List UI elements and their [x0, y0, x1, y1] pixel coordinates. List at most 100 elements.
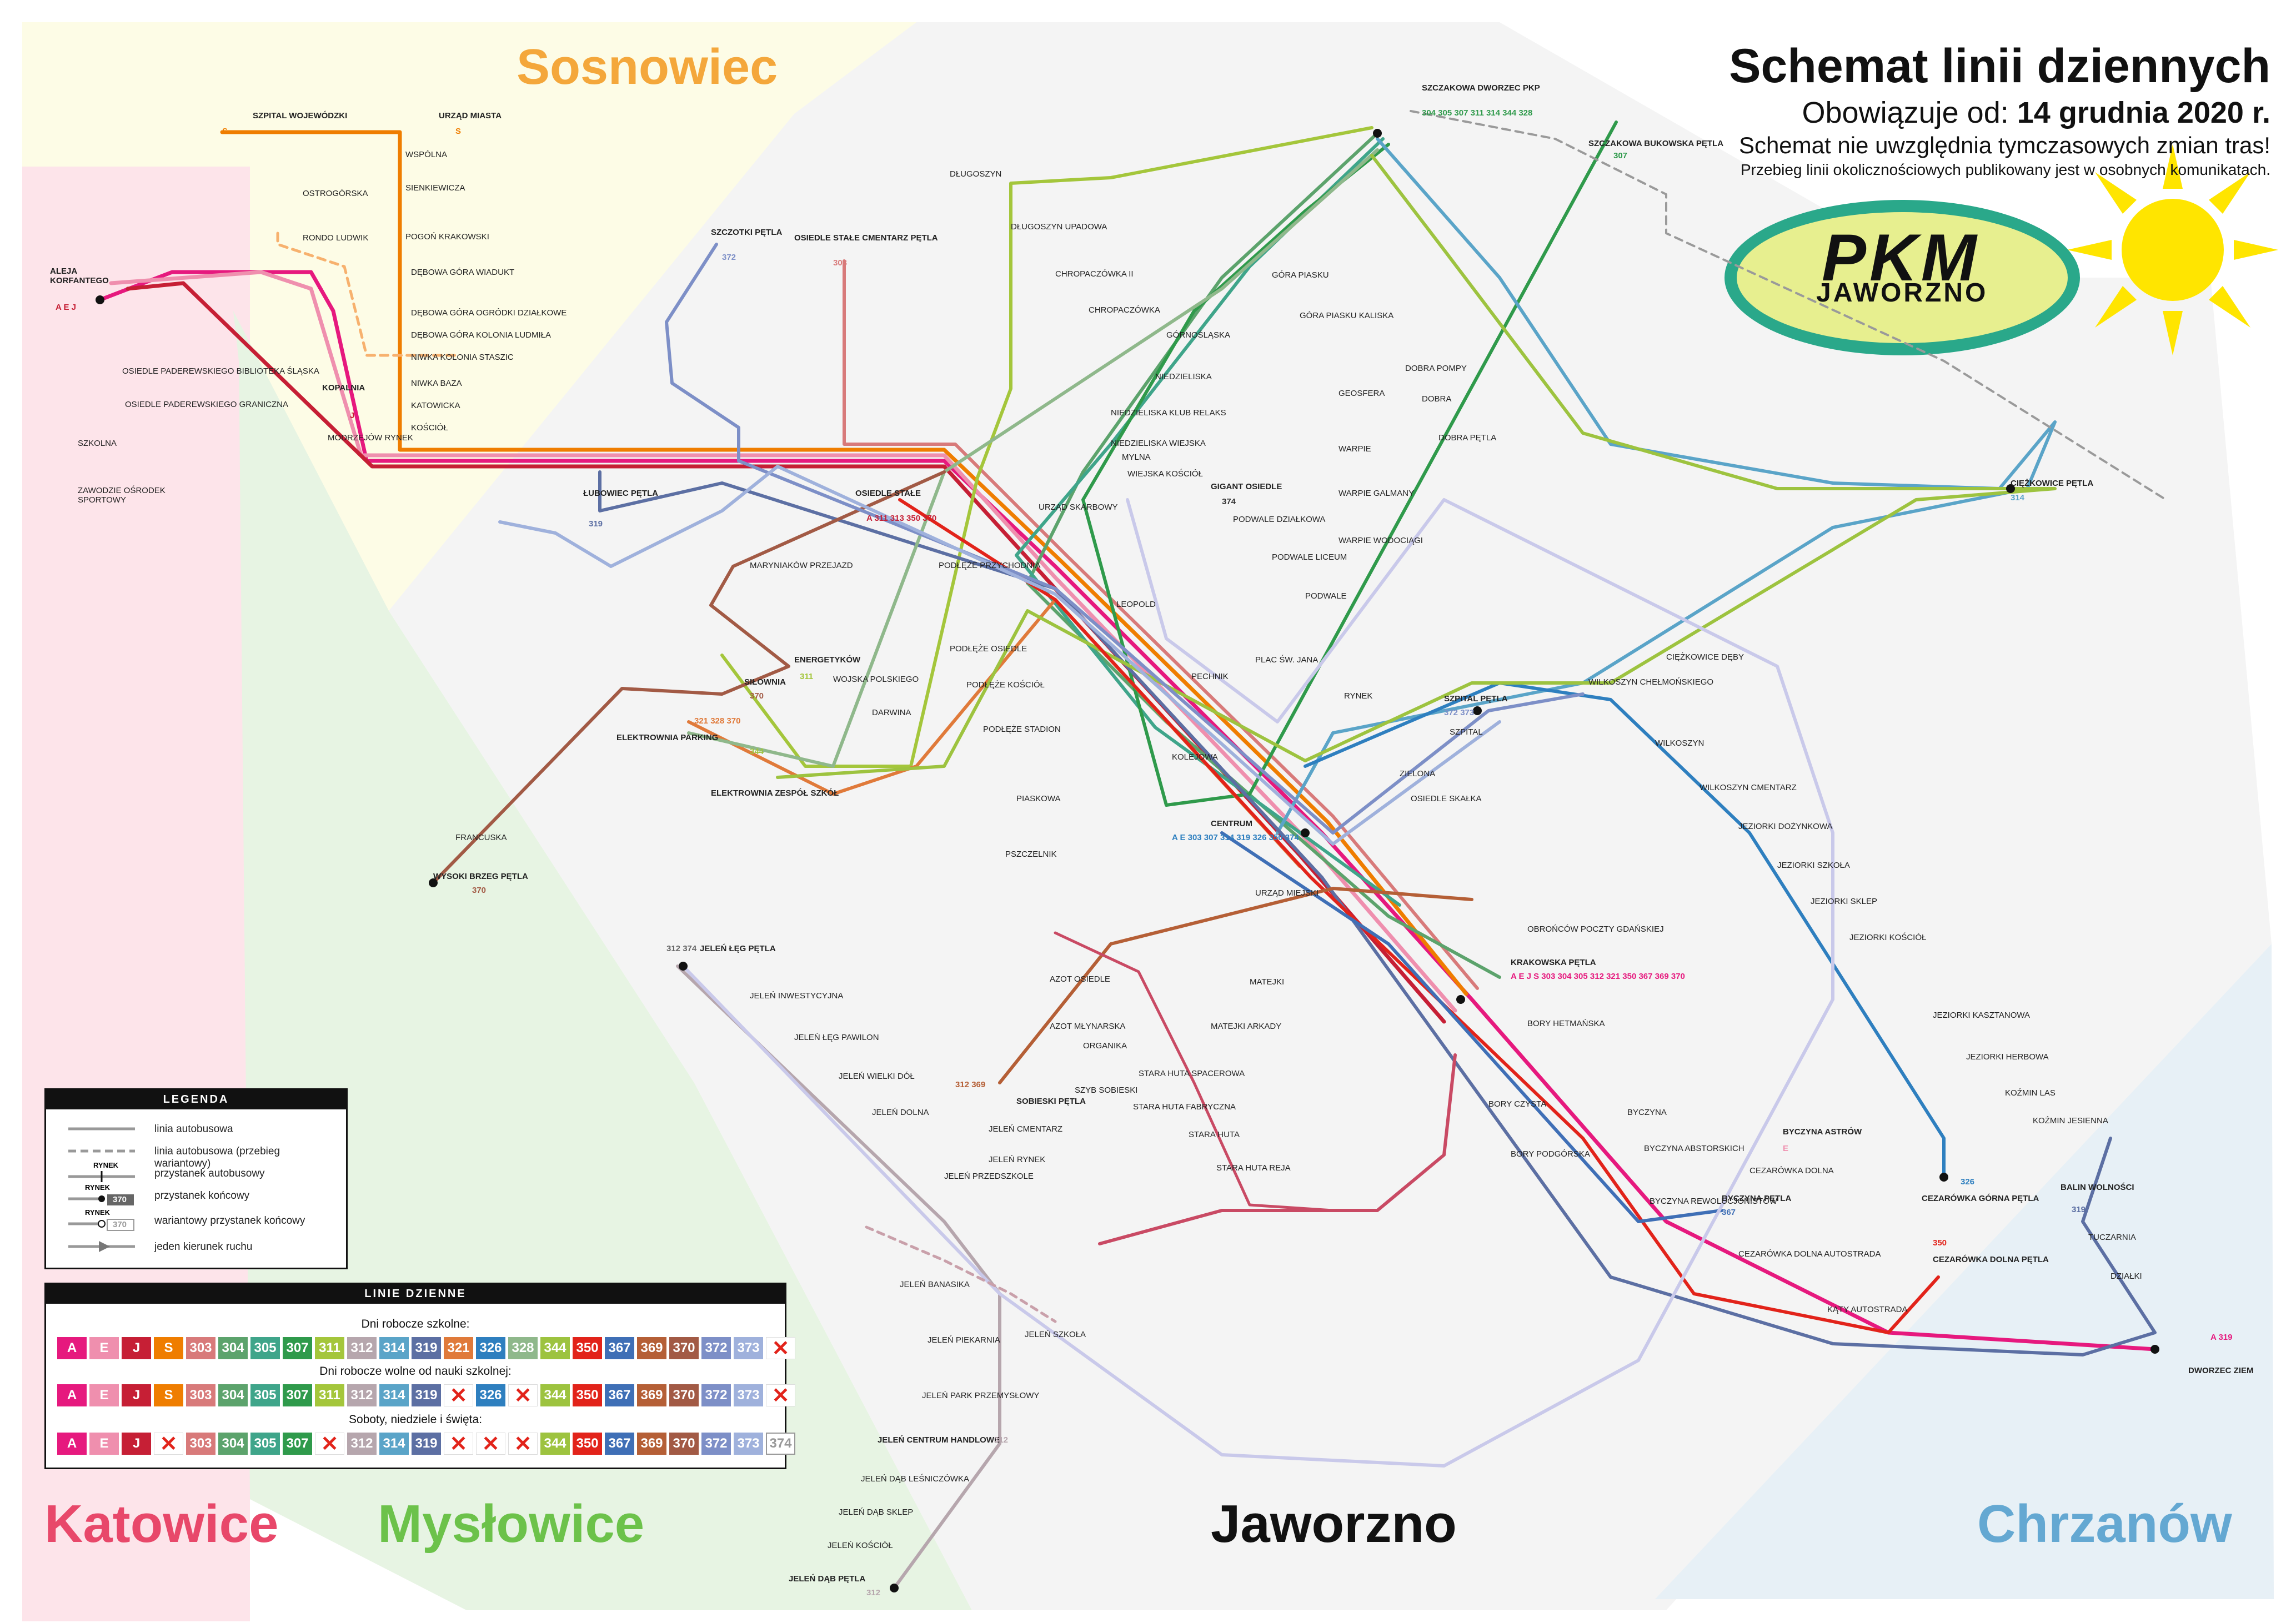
stop-label[interactable]: JELEŃ ŁĘG PAWILON — [794, 1033, 879, 1042]
stop-label[interactable]: DĘBOWA GÓRA OGRÓDKI DZIAŁKOWE — [411, 308, 567, 318]
line-badge[interactable]: 373 — [734, 1384, 763, 1406]
stop-label[interactable]: BORY CZYSTA — [1488, 1099, 1547, 1109]
line-badge[interactable]: 307 — [283, 1384, 312, 1406]
stop-label[interactable]: CHROPACZÓWKA II — [1055, 269, 1134, 279]
stop-label[interactable]: RONDO LUDWIK — [303, 233, 369, 243]
stop-label[interactable]: JELEŃ DOLNA — [872, 1108, 929, 1117]
label-energetykow[interactable]: ENERGETYKÓW — [794, 655, 861, 665]
label-szpital-petla[interactable]: SZPITAL PĘTLA — [1444, 694, 1508, 704]
stop-label[interactable]: ZIELONA — [1400, 769, 1436, 778]
stop-label[interactable]: WARPIE — [1339, 444, 1371, 454]
terminal-szczakowa-dworzec[interactable] — [1373, 129, 1382, 138]
line-badge[interactable]: E — [89, 1337, 119, 1359]
label-szczakowa-dworzec[interactable]: SZCZAKOWA DWORZEC PKP — [1422, 83, 1540, 93]
stop-label[interactable]: SIENKIEWICZA — [405, 183, 465, 193]
line-badge[interactable]: 344 — [540, 1384, 570, 1406]
stop-label[interactable]: CIĘŻKOWICE DĘBY — [1666, 652, 1744, 662]
stop-label[interactable]: OBROŃCÓW POCZTY GDAŃSKIEJ — [1527, 924, 1664, 934]
stop-label[interactable]: ZAWODZIE OŚRODEK SPORTOWY — [78, 486, 166, 505]
terminal-cezarowka-gorna[interactable] — [1939, 1173, 1948, 1182]
stop-label[interactable]: JELEŃ SZKOŁA — [1025, 1330, 1086, 1339]
terminal-szpital-petla[interactable] — [1473, 706, 1482, 715]
line-badge[interactable]: 304 — [218, 1384, 248, 1406]
line-badge[interactable]: 303 — [186, 1337, 215, 1359]
line-badge[interactable]: S — [154, 1337, 183, 1359]
label-jelen-dab[interactable]: JELEŃ DĄB PĘTLA — [789, 1574, 866, 1584]
label-silownia[interactable]: SIŁOWNIA — [744, 677, 786, 687]
stop-label[interactable]: JELEŃ WIELKI DÓŁ — [839, 1072, 915, 1081]
stop-label[interactable]: BORY PODGÓRSKA — [1511, 1149, 1590, 1159]
line-badge[interactable]: S — [154, 1384, 183, 1406]
line-badge[interactable]: 369 — [637, 1337, 666, 1359]
line-badge[interactable]: E — [89, 1384, 119, 1406]
stop-label[interactable]: DZIAŁKI — [2110, 1272, 2142, 1281]
stop-label[interactable]: JEZIORKI SKLEP — [1811, 897, 1878, 906]
line-badge[interactable]: 374 — [766, 1433, 795, 1455]
stop-label[interactable]: OSIEDLE SKAŁKA — [1411, 794, 1482, 803]
line-badge[interactable]: E — [89, 1433, 119, 1455]
line-badge[interactable]: 370 — [669, 1337, 699, 1359]
stop-label[interactable]: TUCZARNIA — [2088, 1233, 2136, 1242]
label-dworzec-ziem[interactable]: DWORZEC ZIEM — [2188, 1366, 2254, 1375]
stop-label[interactable]: PIASKOWA — [1016, 794, 1061, 803]
stop-label[interactable]: WOJSKA POLSKIEGO — [833, 675, 919, 684]
line-badge[interactable]: 328 — [508, 1337, 538, 1359]
stop-label[interactable]: JEZIORKI SZKOŁA — [1777, 861, 1850, 870]
stop-label[interactable]: GÓRA PIASKU — [1272, 270, 1329, 280]
line-badge[interactable]: ✕ — [315, 1433, 344, 1456]
stop-label[interactable]: RYNEK — [1344, 691, 1373, 701]
stop-label[interactable]: JELEŃ PRZEDSZKOLE — [944, 1172, 1034, 1181]
line-badge[interactable]: 373 — [734, 1337, 763, 1359]
label-byczyna-astrow[interactable]: BYCZYNA ASTRÓW — [1783, 1127, 1862, 1137]
stop-label[interactable]: DŁUGOSZYN UPADOWA — [1011, 222, 1107, 232]
stop-label[interactable]: STARA HUTA FABRYCZNA — [1133, 1102, 1236, 1112]
line-badge[interactable]: 305 — [250, 1433, 280, 1455]
line-badge[interactable]: 312 — [347, 1433, 377, 1455]
stop-label[interactable]: POGOŃ KRAKOWSKI — [405, 232, 489, 242]
terminal-jelen-dab[interactable] — [890, 1584, 899, 1592]
label-szczakowa-bukowska[interactable]: SZCZAKOWA BUKOWSKA PĘTLA — [1588, 139, 1724, 148]
stop-label[interactable]: KOŚCIÓŁ — [411, 423, 448, 433]
stop-label[interactable]: STARA HUTA — [1189, 1130, 1240, 1139]
line-badge[interactable]: J — [122, 1433, 151, 1455]
line-badge[interactable]: J — [122, 1384, 151, 1406]
stop-label[interactable]: STARA HUTA SPACEROWA — [1139, 1069, 1245, 1078]
label-krakowska-petla[interactable]: KRAKOWSKA PĘTLA — [1511, 958, 1596, 967]
stop-label[interactable]: MYLNA — [1122, 453, 1151, 462]
stop-label[interactable]: AZOT OSIEDLE — [1050, 974, 1110, 984]
terminal-ciezkowice-petla[interactable] — [2006, 484, 2015, 493]
stop-label[interactable]: DĘBOWA GÓRA WIADUKT — [411, 268, 515, 277]
line-badge[interactable]: 321 — [444, 1337, 473, 1359]
stop-label[interactable]: AZOT MŁYNARSKA — [1050, 1022, 1126, 1031]
stop-label[interactable]: JELEŃ KOŚCIÓŁ — [828, 1541, 893, 1550]
line-badge[interactable]: 372 — [701, 1337, 731, 1359]
label-jelen-leg[interactable]: JELEŃ ŁĘG PĘTLA — [700, 944, 776, 953]
label-elektrownia-parking[interactable]: ELEKTROWNIA PARKING — [616, 733, 719, 742]
stop-label[interactable]: KOLEJOWA — [1172, 752, 1218, 762]
line-badge[interactable]: 305 — [250, 1384, 280, 1406]
line-badge[interactable]: 319 — [412, 1337, 441, 1359]
stop-label[interactable]: BYCZYNA ABSTORSKICH — [1644, 1144, 1744, 1153]
line-badge[interactable]: 367 — [605, 1337, 634, 1359]
terminal-centrum[interactable] — [1301, 828, 1310, 837]
line-badge[interactable]: 314 — [379, 1433, 409, 1455]
line-badge[interactable]: 312 — [347, 1337, 377, 1359]
line-badge[interactable]: ✕ — [444, 1433, 473, 1456]
stop-label[interactable]: KOŹMIN JESIENNA — [2033, 1116, 2108, 1125]
stop-label[interactable]: JELEŃ DĄB LEŚNICZÓWKA — [861, 1474, 970, 1484]
stop-label[interactable]: DARWINA — [872, 708, 911, 717]
stop-label[interactable]: JELEŃ CMENTARZ — [989, 1124, 1063, 1134]
stop-label[interactable]: WIEJSKA KOŚCIÓŁ — [1127, 469, 1203, 479]
label-lubowiec-petla[interactable]: ŁUBOWIEC PĘTLA — [583, 489, 658, 498]
line-badge[interactable]: 370 — [669, 1384, 699, 1406]
stop-label[interactable]: GEOSFERA — [1339, 389, 1385, 398]
stop-label[interactable]: JELEŃ PARK PRZEMYSŁOWY — [922, 1391, 1040, 1400]
stop-label[interactable]: KOŹMIN LAS — [2005, 1088, 2056, 1098]
stop-label[interactable]: JEZIORKI KOŚCIÓŁ — [1849, 933, 1927, 942]
stop-label[interactable]: KATOWICKA — [411, 401, 460, 410]
line-badge[interactable]: ✕ — [766, 1384, 795, 1408]
label-aleja-korfantego[interactable]: ALEJA KORFANTEGO — [50, 267, 109, 285]
stop-label[interactable]: WSPÓLNA — [405, 150, 448, 159]
stop-label[interactable]: OSIEDLE PADEREWSKIEGO GRANICZNA — [125, 400, 288, 409]
stop-label[interactable]: MODRZEJÓW RYNEK — [328, 433, 413, 443]
